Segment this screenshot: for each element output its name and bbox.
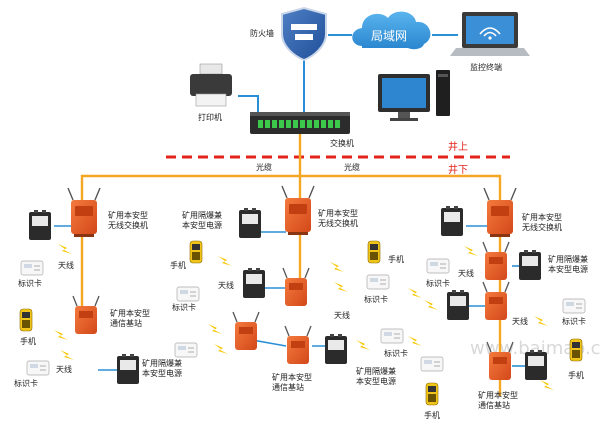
tag-card-icon xyxy=(380,328,404,344)
laptop-icon xyxy=(450,12,530,56)
tag-card-icon xyxy=(420,356,444,372)
wireless-switch-left-label: 矿用本安型无线交换机 xyxy=(108,210,148,230)
base-station-left-label: 矿用本安型通信基站 xyxy=(110,308,150,328)
tag-card-icon xyxy=(20,260,44,276)
switch-port-led xyxy=(265,120,270,128)
switch-port-led xyxy=(279,120,284,128)
below-ground-label: 井下 xyxy=(448,163,468,176)
switch-port-led xyxy=(272,120,277,128)
switch-port-led xyxy=(307,120,312,128)
power-supply-center-top xyxy=(239,208,261,238)
base-station-center-2 xyxy=(284,325,312,365)
power-center-top-label: 矿用隔爆兼本安型电源 xyxy=(182,210,222,230)
tag-label: 标识卡 xyxy=(172,302,196,312)
firewall-icon xyxy=(281,6,327,62)
power-supply-right-top xyxy=(441,206,463,236)
antenna-label: 天线 xyxy=(218,280,234,290)
fiber-label-right: 光缆 xyxy=(344,162,360,172)
antenna-label: 天线 xyxy=(512,316,528,326)
power-right-mid-label: 矿用隔爆兼本安型电源 xyxy=(548,254,588,274)
power-supply-center-mid xyxy=(243,268,265,298)
tag-label: 标识卡 xyxy=(14,378,38,388)
tag-card-icon xyxy=(562,298,586,314)
base-station-center-label: 矿用本安型通信基站 xyxy=(272,372,312,392)
antenna-label: 天线 xyxy=(458,268,474,278)
tag-card-icon xyxy=(174,342,198,358)
tag-label: 标识卡 xyxy=(18,278,42,288)
antenna-label: 天线 xyxy=(56,364,72,374)
lan-cloud-icon xyxy=(352,11,431,50)
desktop-pc-icon xyxy=(378,70,450,121)
tag-label: 标识卡 xyxy=(562,316,586,326)
power-supply-center-bottom xyxy=(325,334,347,364)
antenna-label: 天线 xyxy=(334,310,350,320)
switch-port-led xyxy=(328,120,333,128)
phone-label: 手机 xyxy=(20,336,36,346)
wireless-switch-center-label: 矿用本安型无线交换机 xyxy=(318,208,358,228)
wireless-switch-left xyxy=(67,187,101,238)
phone-label: 手机 xyxy=(170,260,186,270)
phone-icon xyxy=(19,308,33,332)
phone-icon xyxy=(189,240,203,264)
network-switch-icon xyxy=(250,112,350,134)
base-station-left xyxy=(72,295,100,335)
tag-card-icon xyxy=(366,274,390,290)
tag-card-icon xyxy=(176,286,200,302)
wireless-switch-center xyxy=(281,185,315,236)
switch-port-led xyxy=(321,120,326,128)
phone-icon xyxy=(367,240,381,264)
power-center-bottom-label: 矿用隔爆兼本安型电源 xyxy=(356,366,396,386)
power-supply-right-mid xyxy=(519,250,541,280)
switch-port-led xyxy=(293,120,298,128)
switch-port-led xyxy=(300,120,305,128)
tag-label: 标识卡 xyxy=(384,348,408,358)
tag-label: 标识卡 xyxy=(364,294,388,304)
switch-port-led xyxy=(286,120,291,128)
wireless-switch-right-label: 矿用本安型无线交换机 xyxy=(522,212,562,232)
power-left-bottom-label: 矿用隔爆兼本安型电源 xyxy=(142,358,182,378)
phone-label: 手机 xyxy=(568,370,584,380)
fiber-label-left: 光缆 xyxy=(256,162,272,172)
antenna-label: 天线 xyxy=(58,260,74,270)
firewall-label: 防火墙 xyxy=(250,28,274,38)
base-station-right-2 xyxy=(482,281,510,321)
tag-label: 标识卡 xyxy=(426,278,450,288)
tag-card-icon xyxy=(426,258,450,274)
power-supply-left-top xyxy=(29,210,51,240)
switch-port-led xyxy=(314,120,319,128)
printer-icon xyxy=(190,63,232,107)
monitor-label: 监控终端 xyxy=(470,62,502,72)
switch-port-led xyxy=(258,120,263,128)
base-station-center xyxy=(282,267,310,307)
switch-label: 交换机 xyxy=(330,138,354,148)
power-supply-right-bottom xyxy=(525,350,547,380)
above-ground-label: 井上 xyxy=(448,140,468,153)
phone-label: 手机 xyxy=(388,254,404,264)
printer-label: 打印机 xyxy=(198,112,222,122)
phone-icon xyxy=(425,382,439,406)
phone-label: 手机 xyxy=(424,410,440,420)
switch-port-led xyxy=(335,120,340,128)
lan-label: 局域网 xyxy=(371,29,407,43)
power-supply-right-left xyxy=(447,290,469,320)
phone-icon xyxy=(569,338,583,362)
power-supply-left-bottom xyxy=(117,354,139,384)
tag-card-icon xyxy=(26,360,50,376)
base-station-center-3 xyxy=(232,311,260,351)
base-station-right-label: 矿用本安型通信基站 xyxy=(478,390,518,410)
base-station-right-1 xyxy=(482,241,510,281)
